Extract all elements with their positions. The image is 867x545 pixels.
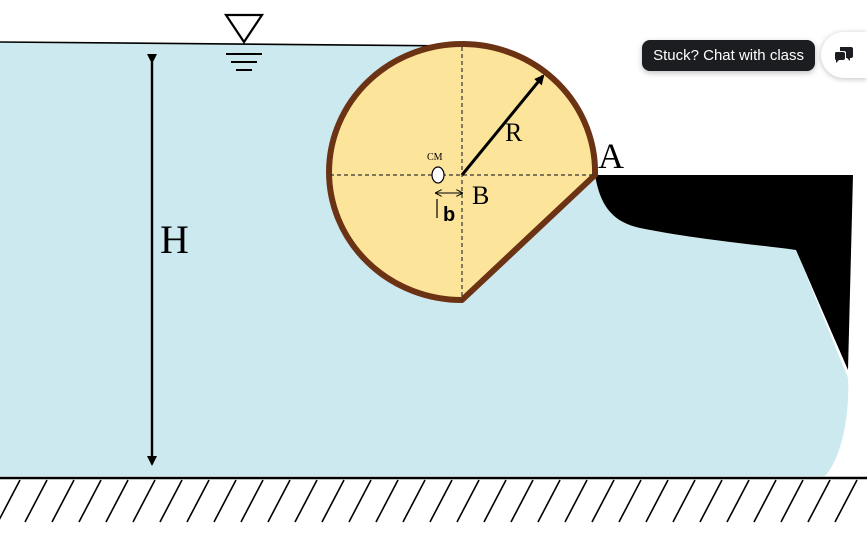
hatch-stroke xyxy=(807,479,831,523)
hatch-stroke xyxy=(618,479,642,523)
hatch-stroke xyxy=(699,479,723,523)
radius-arrow xyxy=(460,74,545,176)
hatch-stroke xyxy=(645,479,669,523)
chat-widget: Stuck? Chat with class xyxy=(642,32,867,78)
hatch-stroke xyxy=(726,479,750,523)
hatch-stroke xyxy=(564,479,588,523)
hatch-stroke xyxy=(51,479,75,523)
water-surface-line xyxy=(0,41,463,47)
hatch-stroke xyxy=(159,479,183,523)
hatch-stroke xyxy=(0,479,21,520)
height-label: H xyxy=(160,217,189,262)
hatch-stroke xyxy=(429,479,453,523)
hatch-stroke xyxy=(537,479,561,523)
hatch-stroke xyxy=(267,479,291,523)
hatch-stroke xyxy=(483,479,507,523)
hatch-stroke xyxy=(294,479,318,523)
wall-structure xyxy=(595,175,853,370)
hatch-stroke xyxy=(24,479,48,523)
hatch-stroke xyxy=(780,479,804,523)
gate-body xyxy=(326,41,599,303)
hatch-stroke xyxy=(78,479,102,523)
offset-label: b xyxy=(443,204,455,226)
hatch-stroke xyxy=(105,479,129,523)
hatch-stroke xyxy=(834,479,858,523)
ground-hatching xyxy=(0,479,858,523)
hatch-stroke xyxy=(186,479,210,523)
hatch-stroke xyxy=(132,479,156,523)
hatch-stroke xyxy=(402,479,426,523)
hatch-stroke xyxy=(672,479,696,523)
hatch-stroke xyxy=(213,479,237,523)
hatch-stroke xyxy=(456,479,480,523)
hatch-stroke xyxy=(510,479,534,523)
center-of-mass-marker xyxy=(431,166,445,184)
hatch-stroke xyxy=(240,479,264,523)
page-bottom-area xyxy=(0,527,867,545)
chat-button[interactable] xyxy=(821,32,867,78)
hatch-stroke xyxy=(753,479,777,523)
point-a-label: A xyxy=(598,136,624,176)
radius-label: R xyxy=(505,118,523,147)
hatch-stroke xyxy=(321,479,345,523)
water-level-symbol xyxy=(223,13,265,71)
point-b-label: B xyxy=(472,181,489,210)
hatch-stroke xyxy=(591,479,615,523)
chat-bubbles-icon xyxy=(835,47,853,63)
hatch-stroke xyxy=(348,479,372,523)
chat-tooltip[interactable]: Stuck? Chat with class xyxy=(642,39,815,71)
center-of-mass-label: CM xyxy=(427,152,443,163)
hatch-stroke xyxy=(375,479,399,523)
